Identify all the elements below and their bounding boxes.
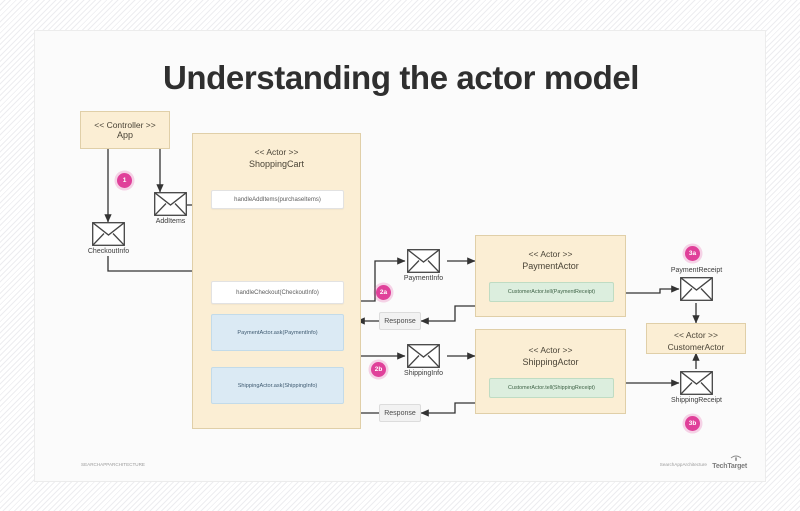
envelope-label: PaymentInfo bbox=[403, 275, 444, 282]
message-envelope-shippingreceipt[interactable]: ShippingReceipt bbox=[671, 371, 722, 404]
message-envelope-paymentinfo[interactable]: PaymentInfo bbox=[404, 249, 443, 282]
tell-customer-actor-shipping[interactable]: CustomerActor.tell(ShippingReceipt) bbox=[489, 378, 614, 398]
message-envelope-additems[interactable]: AddItems bbox=[154, 192, 187, 225]
envelope-icon bbox=[680, 277, 713, 301]
actor-box-paymentactor[interactable]: << Actor >> PaymentActor CustomerActor.t… bbox=[475, 235, 626, 317]
message-envelope-paymentreceipt[interactable]: PaymentReceipt bbox=[671, 267, 722, 301]
actor-stereotype: << Actor >> bbox=[528, 249, 573, 259]
step-badge-2a[interactable]: 2a bbox=[376, 285, 391, 300]
ask-shipping-actor[interactable]: ShippingActor.ask(ShippingInfo) bbox=[211, 367, 344, 404]
actor-header-customeractor: << Actor >> CustomerActor bbox=[647, 329, 745, 353]
actor-name: ShippingActor bbox=[522, 357, 579, 367]
step-badge-3a[interactable]: 3a bbox=[685, 246, 700, 261]
envelope-icon bbox=[92, 222, 125, 246]
actor-stereotype: << Actor >> bbox=[674, 330, 718, 340]
method-handle-add-items[interactable]: handleAddItems(purchaseItems) bbox=[211, 190, 344, 209]
diagram-card: Understanding the actor model bbox=[34, 30, 766, 482]
envelope-label: CheckoutInfo bbox=[87, 248, 130, 255]
method-handle-checkout[interactable]: handleCheckout(CheckoutInfo) bbox=[211, 281, 344, 304]
actor-stereotype: << Actor >> bbox=[254, 147, 299, 157]
actor-name: CustomerActor bbox=[667, 342, 725, 352]
response-box-payment[interactable]: Response bbox=[379, 312, 421, 330]
controller-name: App bbox=[116, 130, 133, 140]
message-envelope-checkoutinfo[interactable]: CheckoutInfo bbox=[88, 222, 129, 255]
actor-box-shippingactor[interactable]: << Actor >> ShippingActor CustomerActor.… bbox=[475, 329, 626, 414]
envelope-label: ShippingReceipt bbox=[671, 397, 722, 404]
step-badge-3b[interactable]: 3b bbox=[685, 416, 700, 431]
envelope-label: PaymentReceipt bbox=[670, 267, 723, 274]
actor-name: ShoppingCart bbox=[248, 159, 305, 169]
controller-stereotype: << Controller >> bbox=[94, 120, 156, 130]
step-badge-2b[interactable]: 2b bbox=[371, 362, 386, 377]
actor-name: PaymentActor bbox=[522, 261, 579, 271]
actor-box-shoppingcart[interactable]: << Actor >> ShoppingCart handleAddItems(… bbox=[192, 133, 361, 429]
page-title: Understanding the actor model bbox=[162, 59, 640, 96]
actor-header-paymentactor: << Actor >> PaymentActor bbox=[476, 248, 625, 272]
envelope-icon bbox=[407, 249, 440, 273]
techtarget-mark-icon bbox=[730, 455, 742, 461]
envelope-icon bbox=[680, 371, 713, 395]
actor-header-shippingactor: << Actor >> ShippingActor bbox=[476, 344, 625, 368]
footer-left-text: SEARCHAPPARCHITECTURE bbox=[81, 462, 145, 467]
ask-payment-actor[interactable]: PaymentActor.ask(PaymentInfo) bbox=[211, 314, 344, 351]
actor-header-shoppingcart: << Actor >> ShoppingCart bbox=[193, 146, 360, 170]
message-envelope-shippinginfo[interactable]: ShippingInfo bbox=[404, 344, 443, 377]
envelope-icon bbox=[154, 192, 187, 216]
response-box-shipping[interactable]: Response bbox=[379, 404, 421, 422]
envelope-icon bbox=[407, 344, 440, 368]
controller-box-app[interactable]: << Controller >> App bbox=[80, 111, 170, 149]
footer-right-text: SearchAppArchitecture bbox=[659, 462, 707, 467]
actor-stereotype: << Actor >> bbox=[528, 345, 573, 355]
step-badge-1[interactable]: 1 bbox=[117, 173, 132, 188]
techtarget-logo: TechTarget bbox=[712, 463, 747, 470]
envelope-label: ShippingInfo bbox=[404, 370, 443, 377]
envelope-label: AddItems bbox=[155, 218, 186, 225]
tell-customer-actor-payment[interactable]: CustomerActor.tell(PaymentReceipt) bbox=[489, 282, 614, 302]
actor-box-customeractor[interactable]: << Actor >> CustomerActor bbox=[646, 323, 746, 354]
